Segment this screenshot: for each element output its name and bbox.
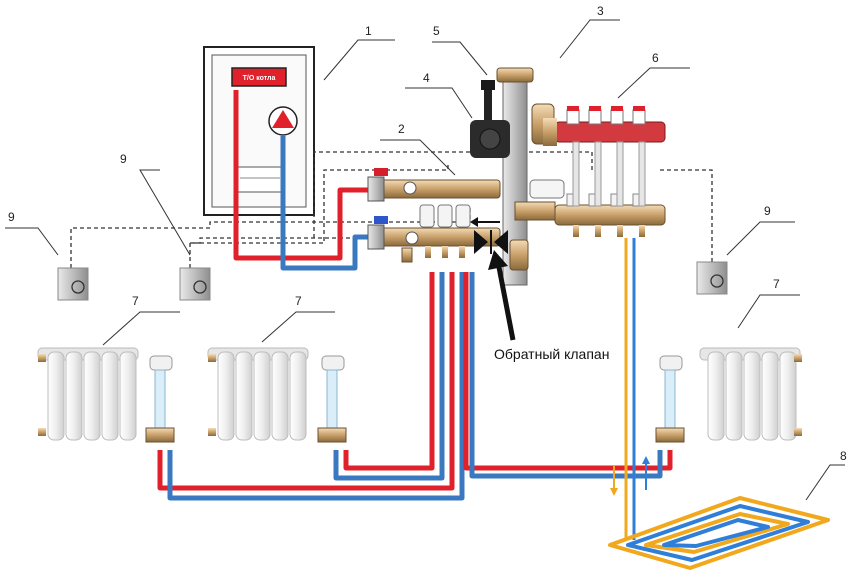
underfloor-manifold (543, 106, 666, 237)
callout-numbers: 1 2 3 4 5 6 7 7 7 8 9 9 9 (8, 4, 847, 463)
callout-9c: 9 (764, 204, 771, 218)
callout-7c: 7 (773, 277, 780, 291)
check-valve: Обратный клапан (470, 217, 609, 362)
mixing-manifold (367, 168, 501, 263)
callout-2: 2 (398, 122, 405, 136)
underfloor-pipes (610, 238, 650, 540)
callout-leaders (5, 19, 845, 501)
thermostat-middle (179, 267, 211, 301)
radiator-right (655, 347, 802, 443)
check-valve-icon (474, 230, 488, 254)
red-ball-valve-handle (374, 168, 388, 176)
thermostat-left (57, 267, 89, 301)
callout-1: 1 (365, 24, 372, 38)
boiler-heat-exchanger (231, 67, 287, 87)
boiler-heat-exchanger-label: Т/О котла (243, 75, 276, 82)
blue-ball-valve-handle (374, 216, 388, 224)
callout-7b: 7 (295, 294, 302, 308)
callout-5: 5 (433, 24, 440, 38)
callout-9a: 9 (120, 152, 127, 166)
callout-9b: 9 (8, 210, 15, 224)
callout-3: 3 (597, 4, 604, 18)
callout-8: 8 (840, 449, 847, 463)
callout-7a: 7 (132, 294, 139, 308)
radiator-left (37, 347, 175, 443)
check-valve-label: Обратный клапан (494, 346, 609, 362)
callout-6: 6 (652, 51, 659, 65)
pump-group (470, 67, 565, 286)
boiler: Т/О котла (203, 46, 315, 216)
callout-4: 4 (423, 71, 430, 85)
thermostatic-head (529, 179, 565, 199)
radiator-middle (207, 347, 347, 443)
thermostat-right (696, 261, 728, 295)
radiator-pipes (157, 272, 673, 501)
boiler-pipes (233, 90, 378, 271)
underfloor-loop-icon (608, 496, 830, 570)
servo-drive (484, 88, 492, 120)
